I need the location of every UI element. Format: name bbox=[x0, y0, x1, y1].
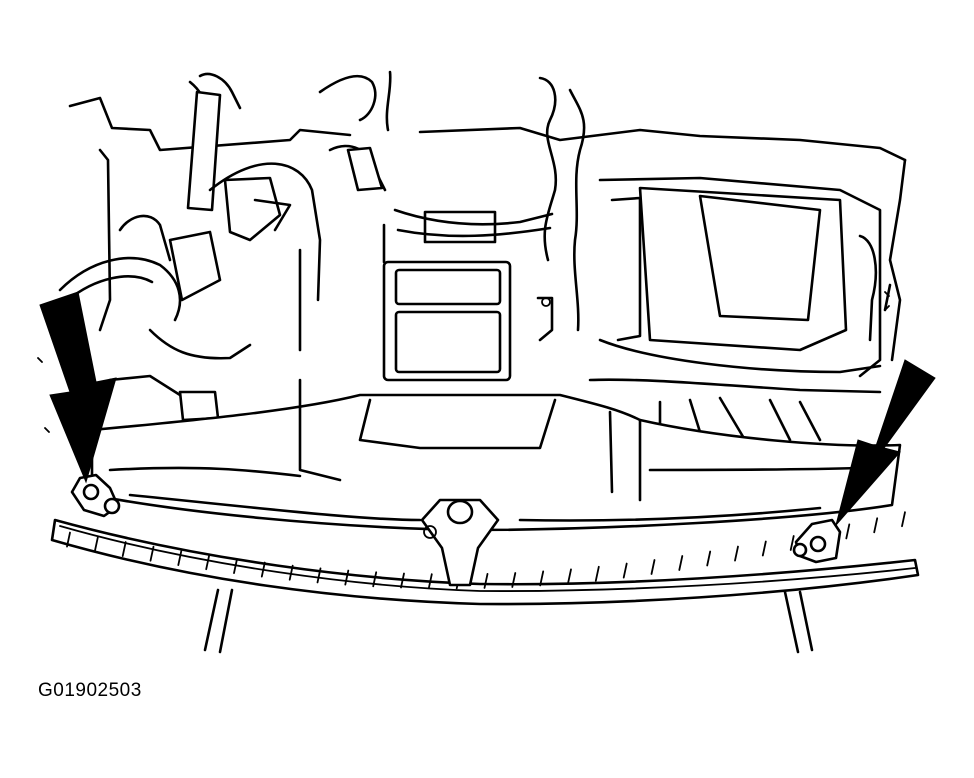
strip-segment-mark bbox=[400, 572, 405, 589]
strip-segment-mark bbox=[233, 558, 238, 574]
strip-segment-mark bbox=[539, 570, 545, 587]
support-legs bbox=[203, 588, 814, 654]
strip-segment-mark bbox=[372, 571, 378, 588]
right-arrow bbox=[835, 359, 936, 526]
strip-segment-mark bbox=[789, 535, 795, 551]
strip-segment-mark bbox=[761, 540, 767, 557]
upper-hoses bbox=[186, 70, 586, 332]
strip-segment-mark bbox=[650, 559, 656, 575]
radiator-support-panel bbox=[90, 378, 902, 532]
center-filter-box bbox=[382, 208, 554, 382]
left-arrow bbox=[39, 291, 117, 484]
figure-code: G01902503 bbox=[38, 680, 142, 701]
strip-segment-mark bbox=[845, 523, 851, 540]
strip-segment-mark bbox=[873, 517, 879, 534]
strip-segment-mark bbox=[427, 573, 433, 590]
center-latch bbox=[420, 498, 500, 587]
strip-segment-mark bbox=[177, 550, 183, 566]
strip-segment-mark bbox=[594, 565, 600, 582]
strip-segment-mark bbox=[901, 511, 906, 528]
strip-segment-mark bbox=[344, 569, 350, 586]
strip-segment-mark bbox=[706, 550, 712, 567]
strip-segment-mark bbox=[149, 545, 155, 562]
strip-segment-mark bbox=[567, 568, 572, 585]
strip-segment-mark bbox=[734, 545, 739, 562]
strip-segment-mark bbox=[511, 572, 517, 588]
edge-ticks bbox=[37, 291, 890, 433]
left-mounting-bracket bbox=[70, 473, 121, 518]
right-mounting-bracket bbox=[792, 518, 842, 564]
right-engine-components bbox=[588, 186, 892, 442]
strip-segment-mark bbox=[483, 573, 489, 589]
strip-segment-mark bbox=[288, 564, 294, 581]
strip-segment-mark bbox=[260, 561, 266, 578]
strip-segment-mark bbox=[316, 567, 322, 584]
strip-segment-mark bbox=[205, 554, 211, 571]
strip-segment-mark bbox=[622, 562, 628, 579]
upper-body-outline bbox=[68, 96, 907, 378]
strip-segment-mark bbox=[66, 531, 71, 548]
lower-cover-strip bbox=[50, 511, 920, 606]
strip-segment-mark bbox=[678, 555, 684, 571]
strip-segment-mark bbox=[93, 536, 99, 553]
strip-segment-mark bbox=[121, 541, 127, 557]
